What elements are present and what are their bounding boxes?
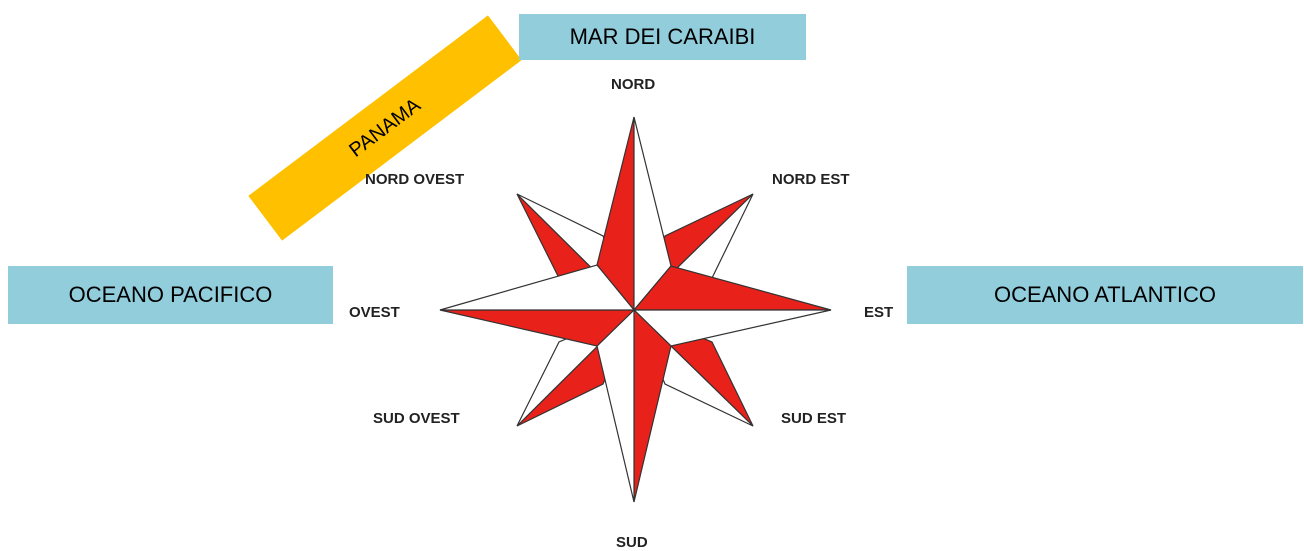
caribbean-sea-label: MAR DEI CARAIBI	[570, 24, 756, 50]
pacific-ocean-label: OCEANO PACIFICO	[69, 282, 273, 308]
atlantic-ocean-label: OCEANO ATLANTICO	[994, 282, 1216, 308]
direction-south-east-label: SUD EST	[781, 411, 846, 426]
atlantic-ocean-box: OCEANO ATLANTICO	[907, 266, 1303, 324]
direction-south-label: SUD	[616, 535, 648, 550]
direction-west-label: OVEST	[349, 305, 400, 320]
direction-south-west-label: SUD OVEST	[373, 411, 460, 426]
direction-east-label: EST	[864, 305, 893, 320]
direction-north-east-label: NORD EST	[772, 172, 850, 187]
direction-north-label: NORD	[611, 77, 655, 92]
direction-north-west-label: NORD OVEST	[365, 172, 464, 187]
pacific-ocean-box: OCEANO PACIFICO	[8, 266, 333, 324]
caribbean-sea-box: MAR DEI CARAIBI	[519, 14, 806, 60]
